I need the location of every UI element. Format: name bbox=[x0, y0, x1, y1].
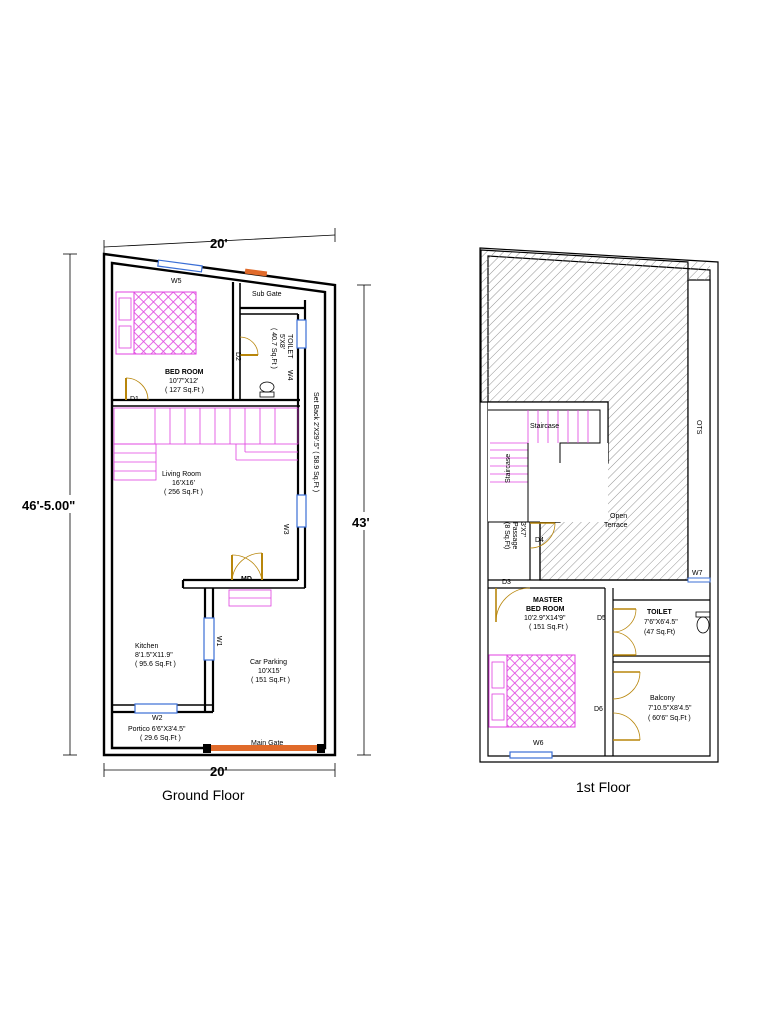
passage-name: Passage bbox=[511, 522, 518, 549]
terrace-name-2: Terrace bbox=[604, 522, 627, 529]
w5-label: W5 bbox=[171, 278, 182, 285]
width-bottom-label: 20' bbox=[210, 764, 228, 779]
toilet-name: TOILET bbox=[286, 334, 293, 359]
living-name: Living Room bbox=[162, 471, 201, 478]
d5-label: D5 bbox=[597, 615, 606, 622]
ground-floor-caption: Ground Floor bbox=[162, 787, 245, 803]
first-floor-plan: Staircase Staircase OTS Open Terrace (8 … bbox=[479, 247, 719, 795]
car-parking-area: ( 151 Sq.Ft ) bbox=[251, 677, 290, 684]
master-area: ( 151 Sq.Ft ) bbox=[529, 624, 568, 631]
main-gate-label: Main Gate bbox=[251, 740, 283, 747]
passage-size: 3'X7' bbox=[519, 522, 526, 537]
kitchen-name: Kitchen bbox=[135, 643, 158, 650]
master-size: 10'2.9"X14'9" bbox=[524, 615, 566, 622]
w2-label: W2 bbox=[152, 715, 163, 722]
balcony-name: Balcony bbox=[650, 695, 675, 702]
first-floor-caption: 1st Floor bbox=[576, 779, 631, 795]
portico-area: ( 29.6 Sq.Ft ) bbox=[140, 735, 181, 742]
setback-label: Set Back 2'X29'.5" ( 58.9 Sq.Ft ) bbox=[312, 392, 319, 492]
passage-area: (8 Sq.Ft) bbox=[503, 522, 510, 549]
bed-room-name: BED ROOM bbox=[165, 369, 204, 376]
w4-label: W4 bbox=[286, 370, 293, 381]
d3-label: D3 bbox=[502, 579, 511, 586]
toilet-size: 5'X8' bbox=[278, 334, 285, 349]
sub-gate-label: Sub Gate bbox=[252, 291, 282, 298]
bed-room-area: ( 127 Sq.Ft ) bbox=[165, 387, 204, 394]
ff-toilet-name: TOILET bbox=[647, 609, 672, 616]
w1-label: W1 bbox=[215, 636, 222, 647]
d1-label: D1 bbox=[130, 396, 139, 403]
bed-room-size: 10'7"X12' bbox=[169, 378, 198, 385]
d6-label: D6 bbox=[594, 706, 603, 713]
staircase-horizontal-label: Staircase bbox=[530, 423, 559, 430]
staircase-vertical-label: Staircase bbox=[505, 454, 512, 483]
portico-name: Portico 6'6"X3'4.5" bbox=[128, 726, 186, 733]
master-name-1: MASTER bbox=[533, 597, 563, 604]
balcony-size: 7'10.5"X8'4.5" bbox=[648, 705, 692, 712]
kitchen-area: ( 95.6 Sq.Ft ) bbox=[135, 661, 176, 668]
d2-label: D2 bbox=[234, 352, 241, 361]
w6-label: W6 bbox=[533, 740, 544, 747]
master-name-2: BED ROOM bbox=[526, 606, 565, 613]
w3-label: W3 bbox=[282, 524, 289, 535]
balcony-area: ( 60'6" Sq.Ft ) bbox=[648, 715, 691, 722]
w7-label: W7 bbox=[692, 570, 703, 577]
d4-label: D4 bbox=[535, 537, 544, 544]
dimension-left: 46'-5.00" bbox=[18, 253, 104, 756]
dimension-top: 20' bbox=[103, 228, 336, 254]
md-label: MD bbox=[241, 576, 252, 583]
depth-right-label: 43' bbox=[352, 515, 370, 530]
dimension-bottom: 20' bbox=[103, 763, 336, 779]
depth-left-label: 46'-5.00" bbox=[22, 498, 75, 513]
terrace-name-1: Open bbox=[610, 513, 627, 520]
ground-floor-plan: 20' 46'-5.00" 43' 20' bbox=[18, 228, 378, 803]
car-parking-size: 10'X15' bbox=[258, 668, 281, 675]
living-area: ( 256 Sq.Ft ) bbox=[164, 489, 203, 496]
width-top-label: 20' bbox=[210, 236, 228, 251]
living-size: 16'X16' bbox=[172, 480, 195, 487]
dimension-right: 43' bbox=[350, 284, 378, 756]
car-parking-name: Car Parking bbox=[250, 659, 287, 666]
ff-toilet-area: (47 Sq.Ft) bbox=[644, 629, 675, 636]
ff-toilet-size: 7'6"X6'4.5" bbox=[644, 619, 678, 626]
kitchen-size: 8'1.5"X11.9" bbox=[135, 652, 173, 659]
ots-label: OTS bbox=[695, 420, 702, 435]
toilet-area: ( 40.7 Sq.Ft ) bbox=[270, 328, 277, 369]
